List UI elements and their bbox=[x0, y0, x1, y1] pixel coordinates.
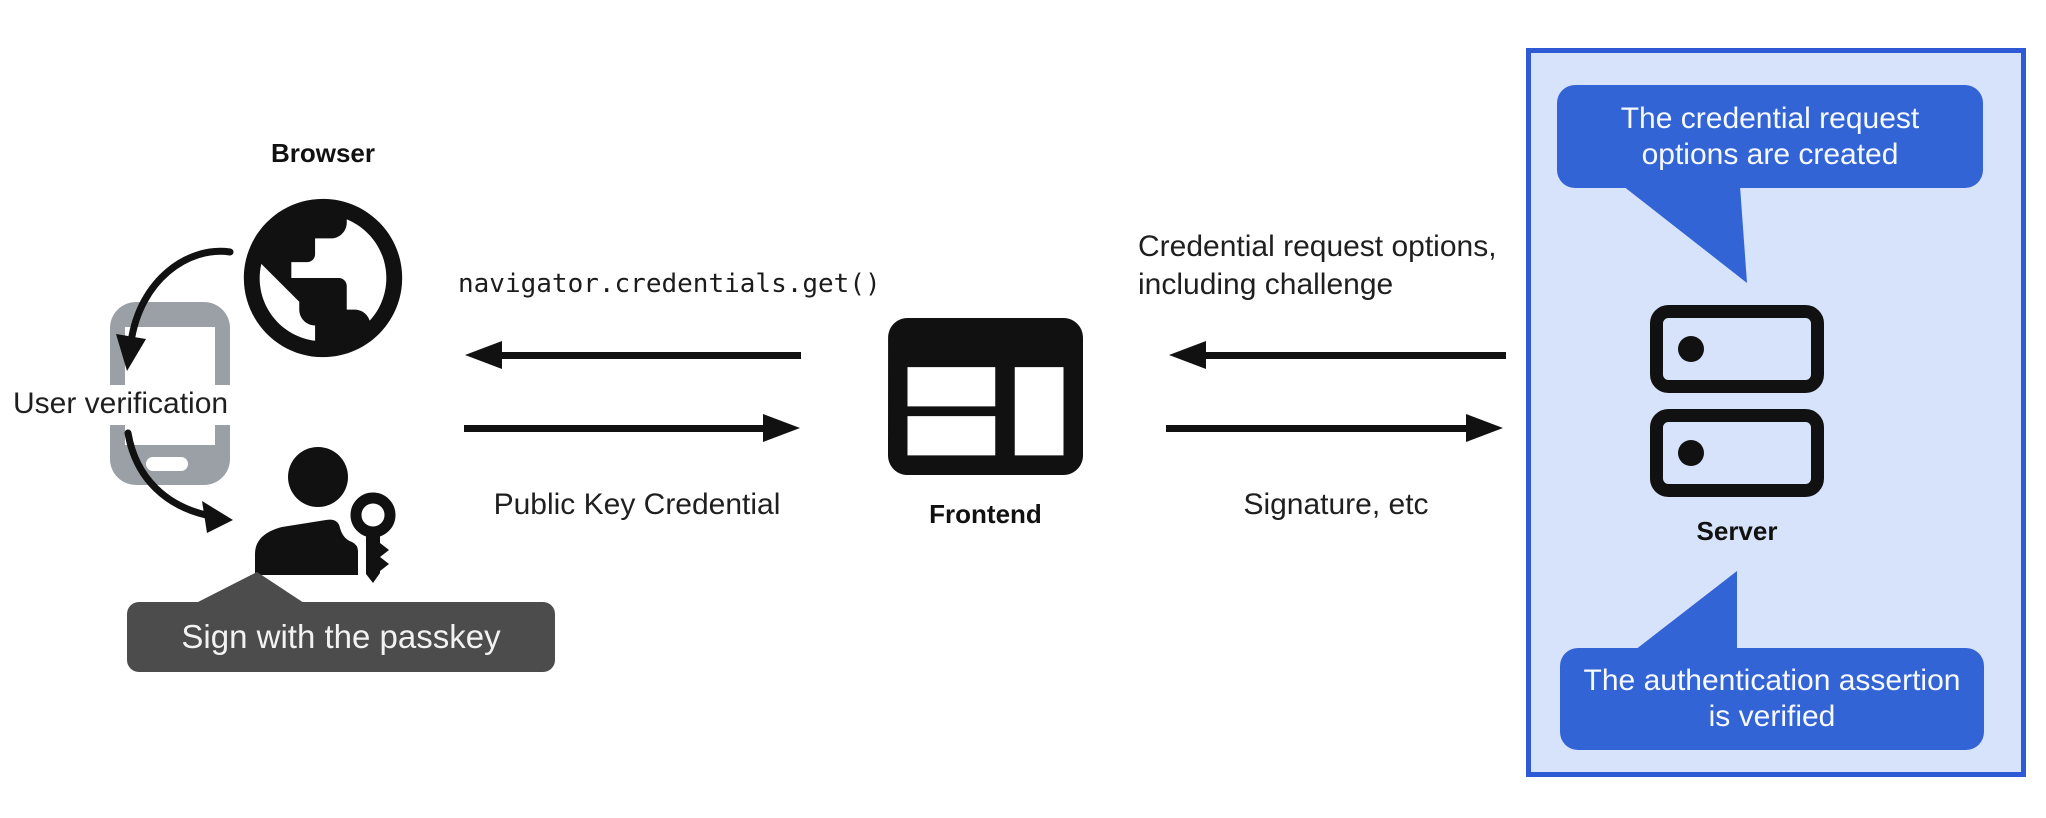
frontend-label: Frontend bbox=[929, 499, 1042, 529]
browser-label: Browser bbox=[270, 138, 376, 168]
bubble-credential-options: The credential request options are creat… bbox=[1557, 85, 1983, 188]
person-icon bbox=[255, 447, 396, 583]
signature-label: Signature, etc bbox=[1243, 488, 1429, 521]
request-options-label: Credential request options, including ch… bbox=[1138, 230, 1497, 301]
curved-arrows-layer bbox=[116, 247, 234, 533]
bubble-assertion-verified: The authentication assertion is verified bbox=[1560, 648, 1984, 750]
server-icon bbox=[1650, 305, 1824, 497]
bubble-tail-bottom bbox=[1635, 571, 1737, 650]
bubble-credential-options-text: The credential request options are creat… bbox=[1620, 101, 1920, 171]
arrow-frontend-to-server bbox=[1166, 414, 1503, 442]
code-call-label: navigator.credentials.get() bbox=[458, 269, 881, 299]
arrowhead-left-icon bbox=[465, 341, 502, 369]
passkey-callout-pointer bbox=[196, 572, 304, 603]
arrowhead-right-icon bbox=[1466, 414, 1503, 442]
server-label: Server bbox=[1696, 516, 1778, 546]
arrow-server-to-frontend bbox=[1169, 341, 1506, 369]
arrow-frontend-to-browser bbox=[465, 341, 801, 369]
web-window-icon bbox=[888, 318, 1083, 475]
arrow-browser-to-frontend bbox=[464, 414, 800, 442]
arrowhead-left-icon bbox=[1169, 341, 1206, 369]
curved-arrow-globe-to-phone bbox=[116, 247, 234, 371]
curved-arrow-phone-to-user bbox=[124, 429, 233, 533]
passkey-callout: Sign with the passkey bbox=[127, 602, 555, 672]
bubble-tail-top bbox=[1623, 186, 1747, 283]
globe-icon bbox=[243, 198, 403, 358]
user-verification-label: User verification bbox=[8, 385, 234, 425]
public-key-credential-label: Public Key Credential bbox=[493, 488, 781, 521]
passkey-callout-text: Sign with the passkey bbox=[181, 618, 501, 655]
bubble-assertion-verified-text: The authentication assertion is verified bbox=[1583, 664, 1961, 733]
key-icon bbox=[350, 492, 396, 583]
arrowhead-right-icon bbox=[763, 414, 800, 442]
